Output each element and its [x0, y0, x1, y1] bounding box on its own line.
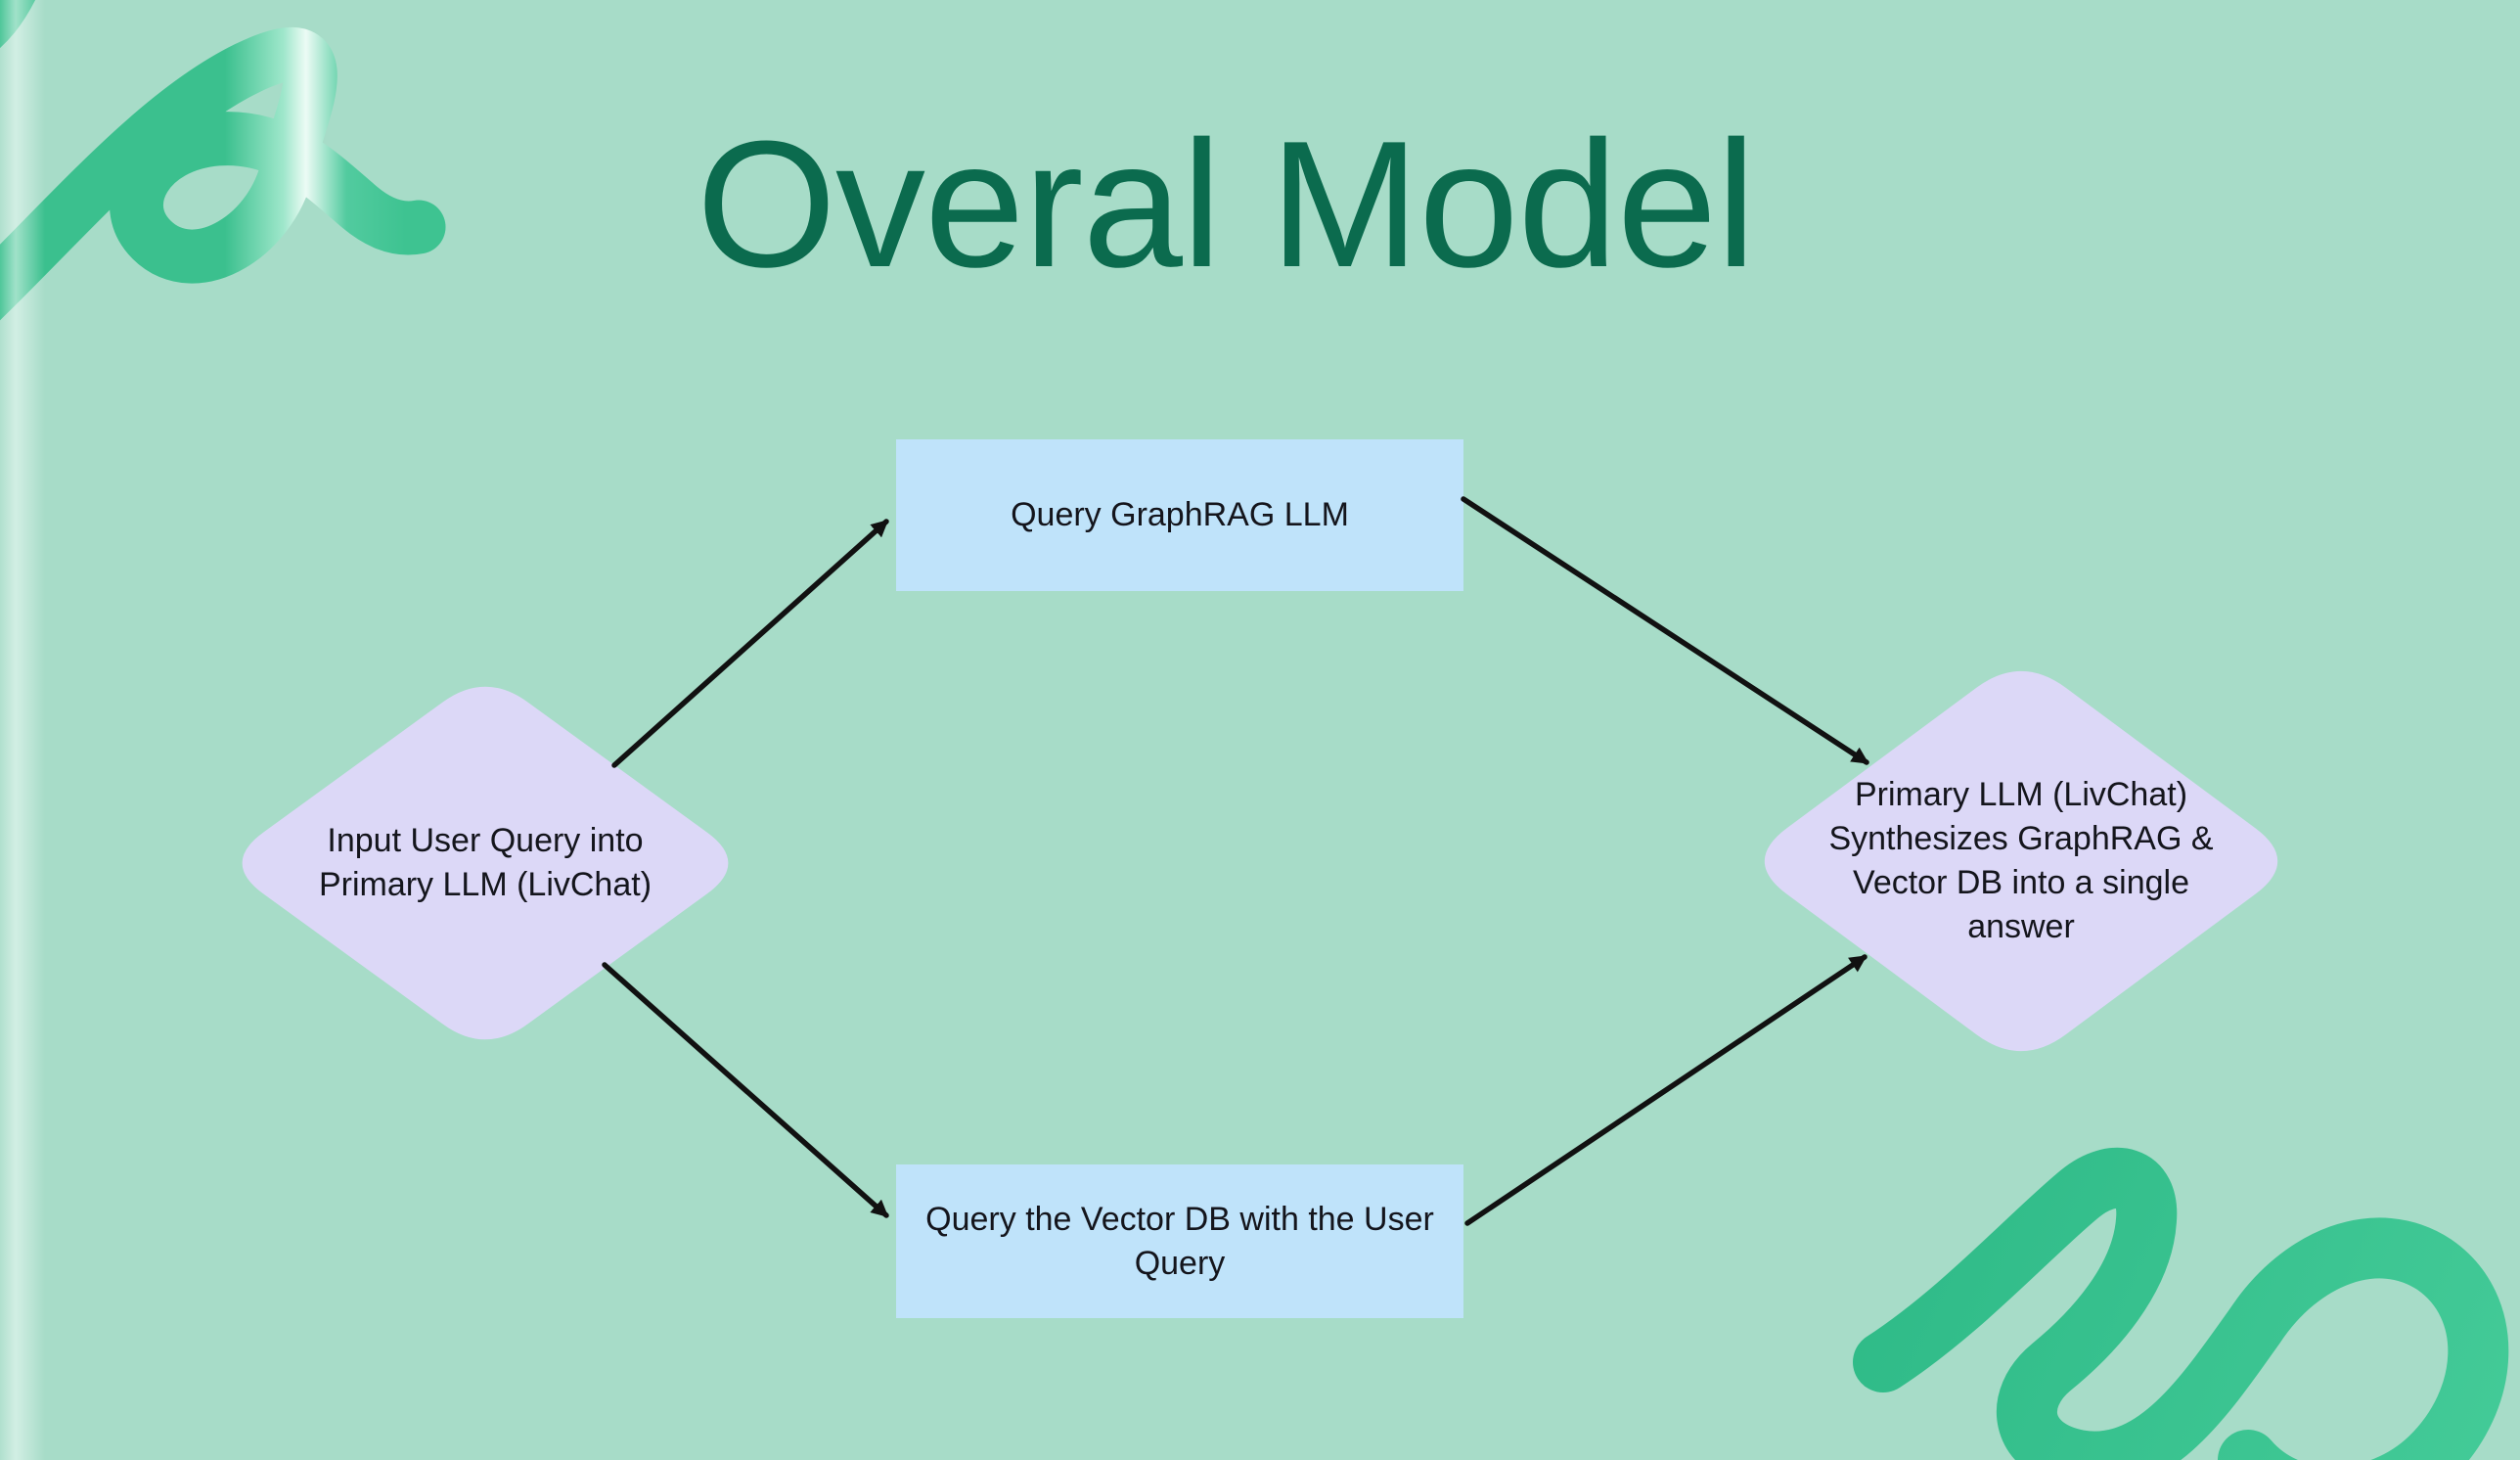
node-label-query-vector-db: Query the Vector DB with the User Query [925, 1200, 1434, 1282]
node-label-input-query: Input User Query into Primary LLM (LivCh… [318, 822, 652, 903]
page-title: Overal Model [696, 103, 1756, 304]
node-label-query-graphrag: Query GraphRAG LLM [1011, 496, 1349, 534]
flowchart-node-synthesize-answer-shape [1764, 670, 2278, 1052]
flowchart-node-query-vector-db: Query the Vector DB with the User Query [896, 1164, 1463, 1318]
swirl-decoration-top-left-corner [0, 0, 36, 49]
swirl-decoration-bottom-right [1853, 1147, 2509, 1460]
node-label-synthesize-answer: Primary LLM (LivChat) Synthesizes GraphR… [1828, 776, 2214, 945]
swirl-decoration-top-left [0, 27, 446, 321]
flowchart-node-input-query-shape [242, 686, 729, 1040]
flowchart-node-query-graphrag: Query GraphRAG LLM [896, 439, 1463, 591]
